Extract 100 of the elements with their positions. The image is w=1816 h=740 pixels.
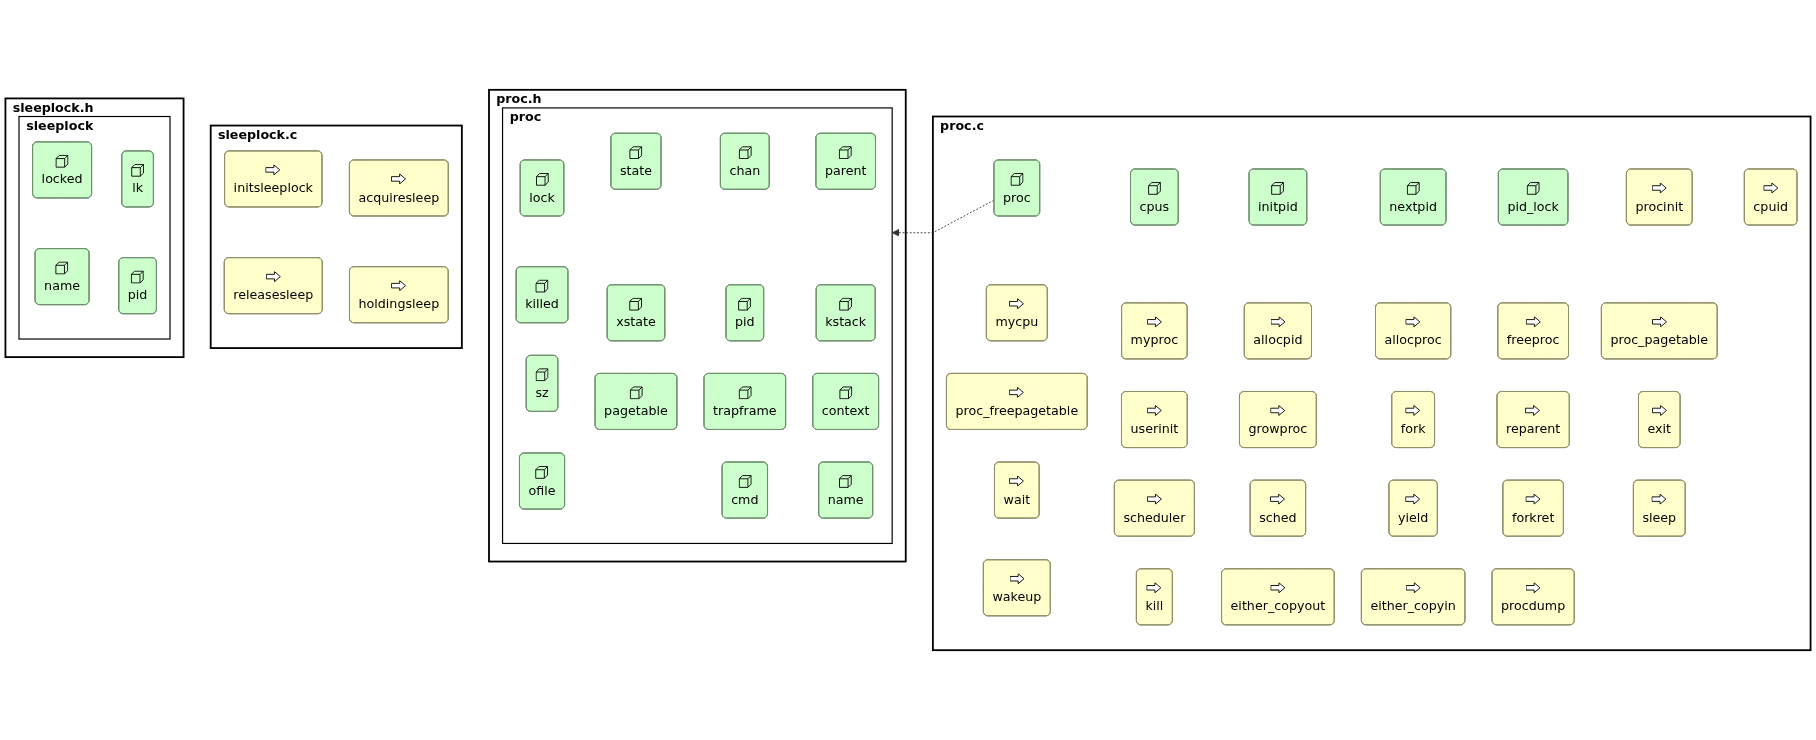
variable-name: proc [1003,189,1031,205]
variable-name: sz [535,385,549,400]
function-node [982,559,1051,617]
function-node [1632,479,1686,537]
function-node [224,150,323,208]
variable-name: initpid [1258,198,1298,214]
variable-name: pid [127,287,148,302]
function-node [1743,168,1798,226]
function-node [349,266,449,324]
function-name: mycpu [995,314,1039,330]
variable-name: xstate [616,314,656,330]
package-title: sleeplock.h [12,99,94,117]
function-node [1221,568,1335,626]
variable-node [118,257,157,315]
variable-node [725,284,765,342]
function-name: freeproc [1506,332,1560,348]
function-node [1496,391,1570,448]
variable-node [818,461,874,519]
variable-node [1497,168,1569,226]
function-node [348,159,449,217]
function-name: reparent [1506,421,1561,436]
variable-node [515,266,569,324]
package-title: sleeplock.c [217,126,298,144]
variable-node [815,132,876,190]
function-name: initsleeplock [233,180,313,196]
function-name: procinit [1635,198,1684,214]
function-node [1600,302,1718,360]
function-node [1360,568,1466,626]
function-node [946,372,1088,430]
variable-node [815,284,876,342]
function-node [1491,568,1575,626]
variable-name: context [821,403,870,418]
variable-name: pid [735,314,755,330]
variable-name: pid_lock [1507,198,1559,214]
variable-name: lk [132,180,143,196]
variable-name: locked [41,171,83,187]
variable-name: pagetable [604,403,668,418]
variable-node [993,159,1041,217]
function-name: growproc [1248,421,1308,436]
variable-node [1130,168,1179,226]
function-node [1388,479,1438,537]
variable-name: killed [525,296,559,311]
function-name: allocpid [1253,332,1303,348]
variable-node [525,354,559,412]
function-name: cpuid [1753,198,1788,214]
function-name: myproc [1130,332,1179,348]
package-title: proc.h [496,90,542,109]
function-node [1249,479,1307,537]
function-name: proc_freepagetable [955,403,1079,418]
variable-name: name [827,491,864,507]
function-name: kill [1145,598,1164,614]
function-node [994,461,1040,519]
function-name: wait [1003,491,1031,507]
variable-name: trapframe [713,403,777,418]
variable-node [121,150,154,208]
variable-node [721,461,768,519]
variable-name: ofile [528,482,556,498]
function-name: allocproc [1384,332,1442,348]
struct-title: proc [509,108,542,127]
variable-node [1248,168,1308,226]
function-name: holdingsleep [358,296,440,311]
variable-name: name [44,278,81,293]
function-node [1497,302,1569,360]
function-node [1625,168,1693,226]
function-name: proc_pagetable [1610,332,1709,348]
variable-node [1379,168,1447,226]
function-name: wakeup [992,589,1042,605]
function-node [223,257,323,315]
function-name: userinit [1130,421,1179,436]
variable-node [606,284,666,342]
variable-node [719,132,770,190]
variable-node [34,248,90,306]
function-name: fork [1400,421,1426,436]
variable-name: chan [729,163,761,178]
function-node [1243,302,1312,360]
variable-node [519,452,566,510]
function-name: forkret [1511,510,1555,525]
variable-name: parent [824,163,867,178]
variable-node [519,159,565,217]
function-name: releasesleep [233,287,314,302]
variable-name: cpus [1139,198,1170,214]
variable-name: state [619,163,652,178]
function-name: exit [1647,421,1672,436]
variable-node [32,141,93,199]
variable-node [610,132,662,190]
function-name: either_copyout [1230,598,1326,614]
function-node [1375,302,1452,360]
variable-name: cmd [731,491,759,507]
function-name: sched [1259,510,1297,525]
function-name: sleep [1642,510,1677,525]
function-name: scheduler [1123,510,1186,525]
function-name: either_copyin [1370,598,1456,614]
function-node [1113,479,1195,537]
package-title: proc.c [940,117,984,135]
function-node [1239,391,1317,448]
function-node [985,284,1048,342]
function-name: yield [1397,510,1429,525]
variable-node [812,372,880,430]
function-node [1135,568,1173,626]
function-name: acquiresleep [358,189,440,205]
